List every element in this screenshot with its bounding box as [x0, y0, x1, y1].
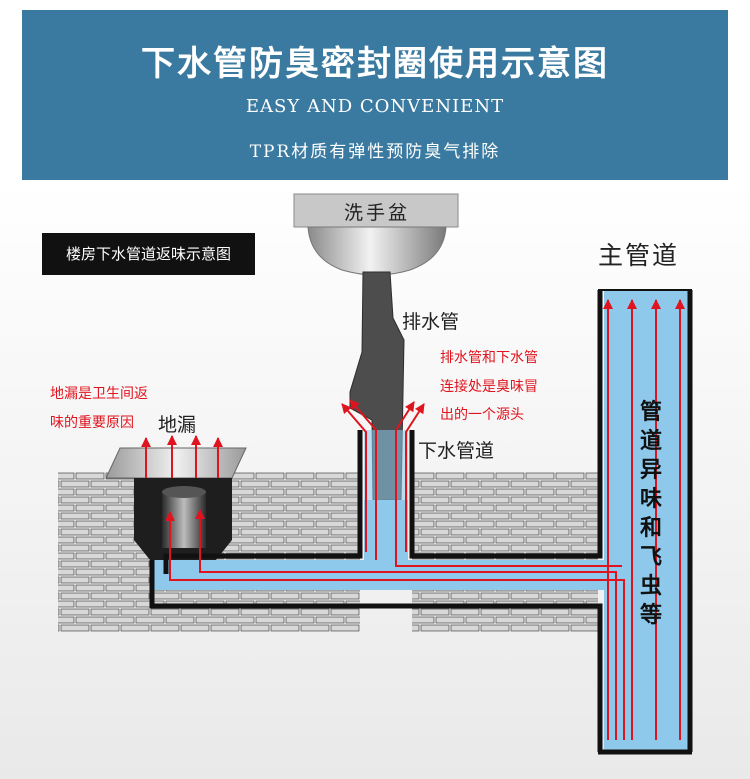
label-main-pipe: 主管道	[598, 241, 680, 270]
subtitle-chinese: TPR材质有弹性预防臭气排除	[249, 142, 501, 162]
odor-path-6	[341, 403, 367, 552]
note-floor-drain-line1: 地漏是卫生间返	[50, 386, 148, 402]
floor-drain-grate	[105, 447, 247, 479]
down-pipe-left-wall	[163, 430, 363, 574]
basin-counter	[293, 193, 459, 228]
odor-path-1	[195, 509, 617, 740]
odor-path-4	[349, 399, 377, 560]
diagram-canvas	[0, 180, 750, 779]
water-main-pipe	[604, 290, 688, 750]
odor-path-2	[165, 511, 625, 740]
lower-pipe-wall	[149, 560, 603, 752]
subtitle-english: EASY AND CONVENIENT	[245, 96, 505, 117]
label-basin: 洗手盆	[344, 202, 411, 224]
diagram-tag: 楼房下水管道返味示意图	[65, 245, 231, 263]
header-banner: 下水管防臭密封圈使用示意图 EASY AND CONVENIENT TPR材质有…	[22, 10, 728, 180]
note-joint-line1: 排水管和下水管	[440, 350, 538, 366]
page-title: 下水管防臭密封圈使用示意图	[141, 44, 609, 84]
label-down-pipe: 下水管道	[418, 440, 495, 462]
water-down-pipe	[364, 430, 408, 560]
note-joint-line3: 出的一个源头	[440, 407, 524, 423]
odor-path-3	[395, 401, 622, 567]
odor-path-5	[405, 403, 425, 552]
main-pipe-note: 管道异味和飞虫等	[639, 400, 662, 628]
note-joint-line2: 连接处是臭味冒	[440, 379, 538, 395]
label-floor-drain: 地漏	[158, 414, 197, 436]
down-pipe-right-wall	[409, 290, 603, 559]
diagram-tag-box	[42, 233, 255, 275]
note-floor-drain-line2: 味的重要原因	[50, 415, 134, 431]
label-drain-pipe: 排水管	[402, 311, 460, 333]
floor-drain-cup-top	[162, 486, 206, 498]
